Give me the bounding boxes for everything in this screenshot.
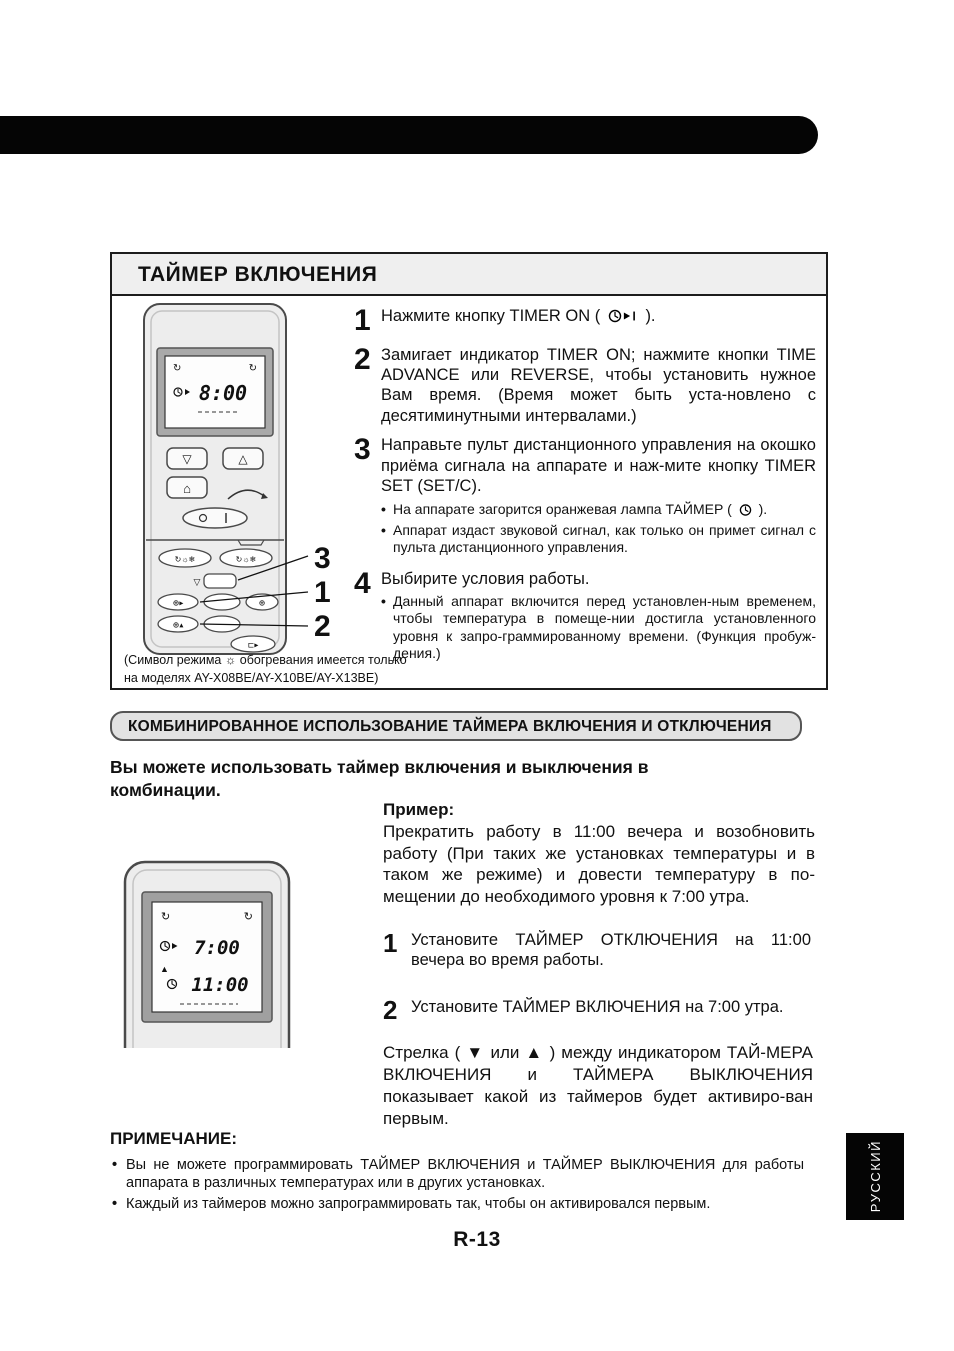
example-label: Пример: xyxy=(383,800,455,819)
note-heading: ПРИМЕЧАНИЕ: xyxy=(110,1129,237,1148)
up-arrow-indicator-icon: ▲ xyxy=(160,964,169,974)
callout-line-3 xyxy=(237,555,309,581)
lcd-time-on: 7:00 xyxy=(194,937,240,959)
remote2-svg: ↻ ↻ 7:00 ▲ 11:00 xyxy=(123,860,291,1079)
step-1: 1 Нажмите кнопку TIMER ON ( ). xyxy=(354,306,816,336)
step-text: Замигает индикатор TIMER ON; нажмите кно… xyxy=(381,345,816,425)
mode-button xyxy=(166,476,208,499)
bullet-item: На аппарате загорится оранжевая лампа ТА… xyxy=(381,501,816,518)
combo-intro-text: Вы можете использовать таймер включения … xyxy=(110,757,649,800)
note-item: Каждый из таймеров можно запрограммирова… xyxy=(112,1195,804,1213)
fan-swirl-icon: ↻ xyxy=(161,911,170,923)
bullet-item: Данный аппарат включится перед установле… xyxy=(381,593,816,661)
step-number: 3 xyxy=(354,433,371,467)
steps-column: 1 Нажмите кнопку TIMER ON ( ). 2 Замигае… xyxy=(354,306,816,675)
language-tab-label: РУССКИЙ xyxy=(867,1140,883,1213)
callout-number-1: 1 xyxy=(314,576,331,609)
mode-select-left-button xyxy=(158,548,212,568)
timer-on-glyph: ⊕▸ xyxy=(173,599,184,608)
clock-set-glyph: ⊏▸ xyxy=(248,641,259,650)
timer-set-button xyxy=(203,573,237,589)
language-tab: РУССКИЙ xyxy=(846,1133,904,1220)
lcd-time: 8:00 xyxy=(199,381,247,405)
timer-on-indicator-icon xyxy=(159,940,178,952)
timer-lamp-icon xyxy=(739,503,751,516)
step-text: Выбирите условия работы. Данный аппарат … xyxy=(381,569,816,666)
time-advance-button xyxy=(157,615,199,633)
bullet-item: Аппарат издаст звуковой сигнал, как толь… xyxy=(381,522,816,556)
timer-on-section: ТАЙМЕР ВКЛЮЧЕНИЯ ↻ ↻ 8:00 ▽ xyxy=(110,252,828,690)
step-text: Нажмите кнопку TIMER ON ( ). xyxy=(381,307,656,325)
step-number: 1 xyxy=(383,928,398,958)
top-black-band xyxy=(0,116,818,154)
combined-use-banner: КОМБИНИРОВАННОЕ ИСПОЛЬЗОВАНИЕ ТАЙМЕРА ВК… xyxy=(110,711,802,741)
remote-inner-outline xyxy=(150,310,280,648)
remote-svg: ↻ ↻ 8:00 ▽ △ ⌂ xyxy=(143,303,331,655)
timer-off-glyph: ⊕ xyxy=(259,599,266,608)
power-circle-icon xyxy=(198,513,208,523)
advance-glyph: ⊕▴ xyxy=(173,621,184,630)
step-number: 4 xyxy=(354,566,371,600)
note-item: Вы не можете программировать ТАЙМЕР ВКЛЮ… xyxy=(112,1156,804,1192)
lcd-time-off: 11:00 xyxy=(191,974,248,996)
section-title: ТАЙМЕР ВКЛЮЧЕНИЯ xyxy=(112,254,826,296)
clock-set-button xyxy=(230,635,276,653)
mode-symbols-icon: ↻☼❄ xyxy=(236,555,257,564)
note-list: Вы не можете программировать ТАЙМЕР ВКЛЮ… xyxy=(112,1156,804,1216)
up-triangle-icon: △ xyxy=(238,452,248,466)
combo-step-2: 2 Установите ТАЙМЕР ВКЛЮЧЕНИЯ на 7:00 ут… xyxy=(383,997,815,1023)
combo-steps: 1 Установите ТАЙМЕР ОТКЛЮЧЕНИЯ на 11:00 … xyxy=(383,930,815,1049)
house-icon: ⌂ xyxy=(183,481,191,496)
step-number: 1 xyxy=(354,304,371,337)
remote-illustration-bottom: ↻ ↻ 7:00 ▲ 11:00 xyxy=(120,858,305,1079)
step-number: 2 xyxy=(354,342,371,376)
step-text: Установите ТАЙМЕР ОТКЛЮЧЕНИЯ на 11:00 ве… xyxy=(411,931,811,970)
slide-cover-notch xyxy=(237,539,265,546)
center-oval-button xyxy=(203,593,241,611)
swoosh-arrowhead xyxy=(261,493,268,499)
mode-symbols-icon: ↻☼❄ xyxy=(175,555,196,564)
callout-number-3: 3 xyxy=(314,542,331,575)
callout-number-2: 2 xyxy=(314,610,331,643)
temp-down-button xyxy=(166,447,208,470)
arrow-indicator-note: Стрелка ( ▼ или ▲ ) между индикатором ТА… xyxy=(383,1043,813,1129)
callout-line-2 xyxy=(199,623,309,627)
power-button xyxy=(182,507,248,529)
remote-illustration-top: ↻ ↻ 8:00 ▽ △ ⌂ xyxy=(140,302,370,662)
step-text: Направьте пульт дистанционного управлени… xyxy=(381,435,816,560)
fan-swirl-icon: ↻ xyxy=(249,363,257,374)
step-4-bullets: Данный аппарат включится перед установле… xyxy=(381,593,816,661)
model-caption: (Символ режима ☼ обогревания имеется тол… xyxy=(124,653,407,685)
timer-on-icon xyxy=(608,309,635,323)
mode-select-right-button xyxy=(219,548,273,568)
page-number: R-13 xyxy=(453,1228,501,1251)
step-text: Установите ТАЙМЕР ВКЛЮЧЕНИЯ на 7:00 утра… xyxy=(411,997,784,1016)
step-4: 4 Выбирите условия работы. Данный аппара… xyxy=(354,566,816,666)
step-3: 3 Направьте пульт дистанционного управле… xyxy=(354,435,816,560)
step-3-bullets: На аппарате загорится оранжевая лампа ТА… xyxy=(381,501,816,556)
fan-swirl-icon: ↻ xyxy=(173,363,181,374)
lcd-display xyxy=(151,901,263,1013)
temp-up-button xyxy=(222,447,264,470)
timer-on-indicator-icon xyxy=(173,387,190,397)
down-triangle-icon: ▽ xyxy=(182,452,192,466)
step-2: 2 Замигает индикатор TIMER ON; нажмите к… xyxy=(354,342,816,427)
combo-step-1: 1 Установите ТАЙМЕР ОТКЛЮЧЕНИЯ на 11:00 … xyxy=(383,930,815,971)
swoosh-arrow xyxy=(227,489,265,500)
timer-off-indicator-icon xyxy=(166,978,178,990)
down-marker-icon: ▽ xyxy=(194,577,201,587)
callout-line-1 xyxy=(199,591,309,603)
example-block: Пример: Прекратить работу в 11:00 вечера… xyxy=(383,799,815,908)
fan-swirl-icon: ↻ xyxy=(244,911,253,923)
timer-on-button xyxy=(157,593,199,611)
example-text: Прекратить работу в 11:00 вечера и возоб… xyxy=(383,821,815,906)
timer-off-button xyxy=(245,593,279,611)
step-number: 2 xyxy=(383,994,398,1025)
